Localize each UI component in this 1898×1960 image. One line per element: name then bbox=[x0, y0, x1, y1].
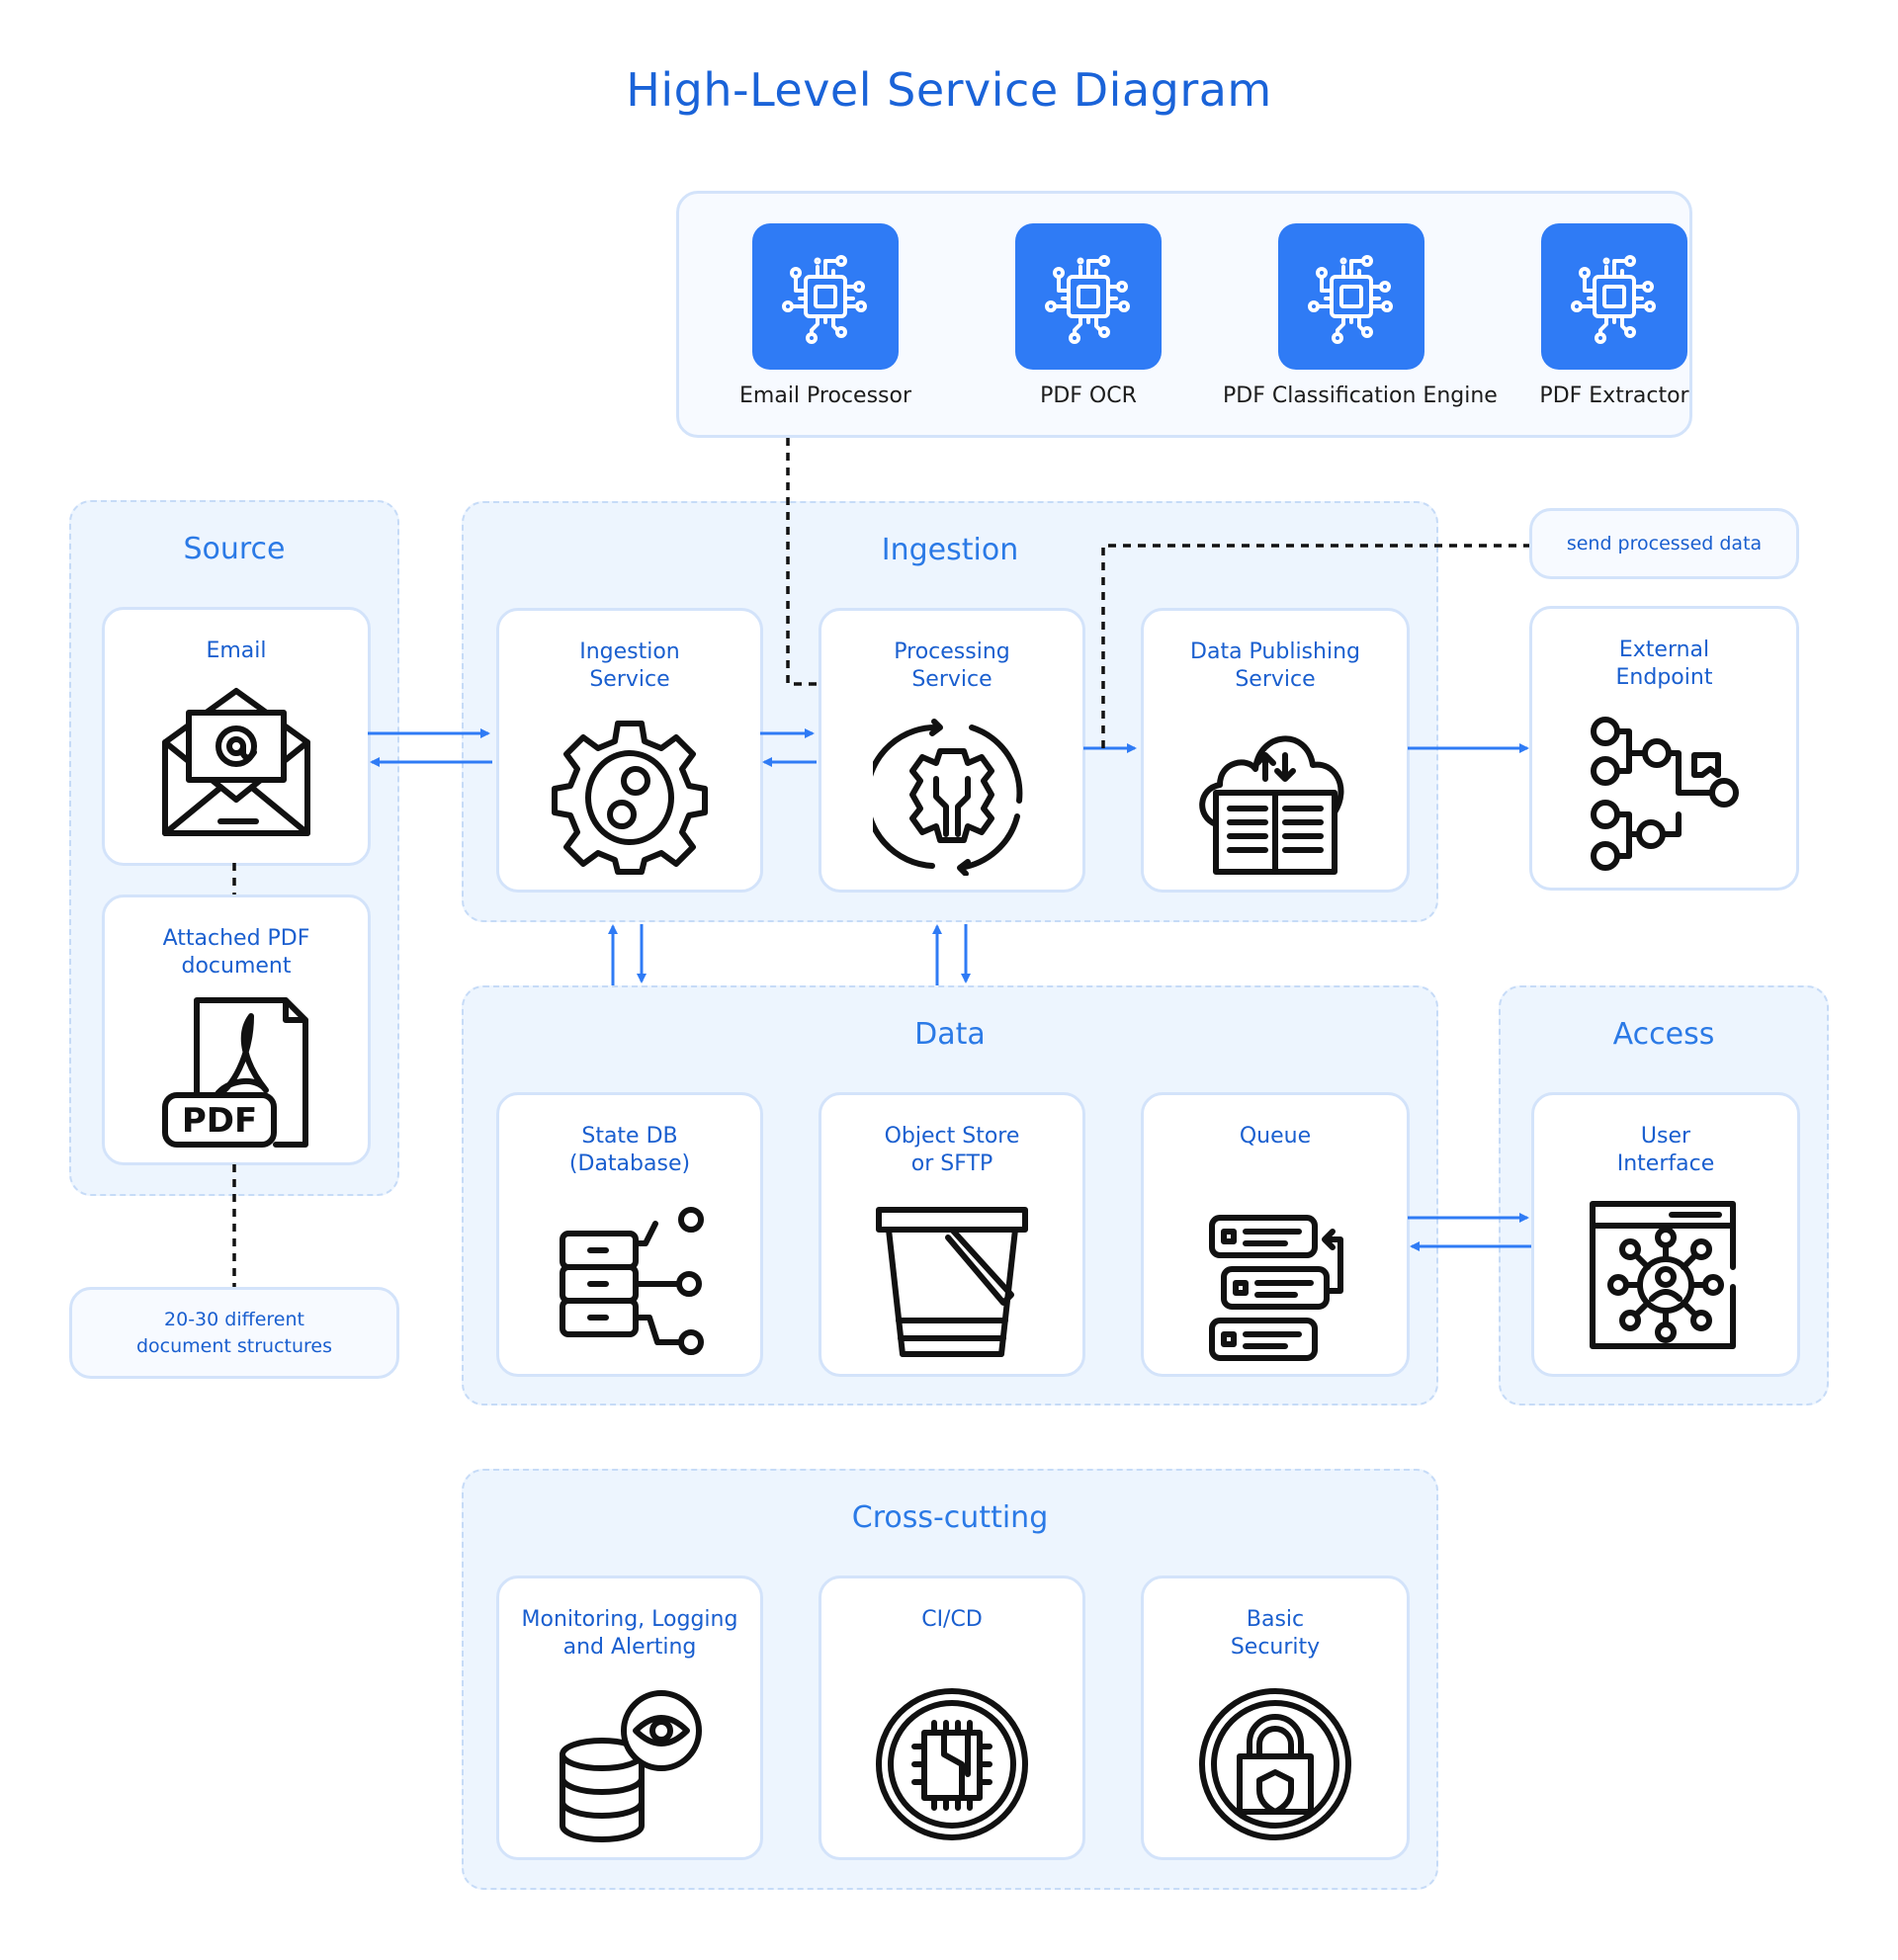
card-label: User Interface bbox=[1616, 1124, 1715, 1176]
pdf-file-icon: PDF bbox=[162, 997, 308, 1148]
chip-icon bbox=[1278, 223, 1424, 370]
processor-email[interactable]: Email Processor bbox=[697, 223, 954, 408]
lock-shield-icon bbox=[1199, 1688, 1351, 1840]
processor-label: PDF OCR bbox=[1040, 383, 1137, 408]
card-object-store[interactable]: Object Store or SFTP bbox=[819, 1092, 1085, 1377]
section-title: Ingestion bbox=[881, 533, 1019, 567]
gear-icon bbox=[552, 721, 708, 875]
processor-pdf-classification[interactable]: PDF Classification Engine bbox=[1223, 223, 1498, 408]
envelope-at-icon bbox=[162, 688, 310, 836]
page-title: High-Level Service Diagram bbox=[626, 63, 1272, 117]
bucket-icon bbox=[876, 1207, 1028, 1357]
card-monitoring[interactable]: Monitoring, Logging and Alerting bbox=[496, 1576, 763, 1860]
card-label: Data Publishing Service bbox=[1190, 639, 1360, 692]
card-external-endpoint[interactable]: External Endpoint bbox=[1529, 606, 1799, 891]
card-state-db[interactable]: State DB (Database) bbox=[496, 1092, 763, 1377]
circuit-coin-icon bbox=[876, 1688, 1028, 1840]
card-label: Queue bbox=[1239, 1124, 1312, 1149]
svg-text:PDF: PDF bbox=[182, 1101, 257, 1141]
section-title: Source bbox=[183, 532, 286, 566]
section-access: Access User Interface bbox=[1499, 985, 1829, 1406]
section-crosscutting: Cross-cutting Monitoring, Logging and Al… bbox=[462, 1469, 1438, 1890]
queue-list-icon bbox=[1209, 1215, 1343, 1361]
processor-label: Email Processor bbox=[739, 383, 911, 408]
card-label: Ingestion Service bbox=[579, 639, 680, 692]
section-title: Cross-cutting bbox=[851, 1500, 1049, 1535]
card-ingestion-service[interactable]: Ingestion Service bbox=[496, 608, 763, 893]
processor-pdf-ocr[interactable]: PDF OCR bbox=[960, 223, 1217, 408]
card-label: Monitoring, Logging and Alerting bbox=[521, 1607, 738, 1660]
section-title: Access bbox=[1612, 1017, 1715, 1052]
section-data: Data State DB (Database) Object Store or… bbox=[462, 985, 1438, 1406]
card-label: Basic Security bbox=[1230, 1607, 1321, 1660]
card-label: Processing Service bbox=[894, 639, 1010, 692]
chip-icon bbox=[1541, 223, 1687, 370]
processor-label: PDF Classification Engine bbox=[1223, 383, 1498, 408]
card-user-interface[interactable]: User Interface bbox=[1531, 1092, 1800, 1377]
database-nodes-icon bbox=[560, 1207, 704, 1355]
card-label: Email bbox=[206, 639, 267, 663]
card-label: Attached PDF document bbox=[162, 926, 310, 979]
card-data-publishing-service[interactable]: Data Publishing Service bbox=[1141, 608, 1410, 893]
card-queue[interactable]: Queue bbox=[1141, 1092, 1410, 1377]
card-label: Object Store or SFTP bbox=[884, 1124, 1020, 1176]
card-label: CI/CD bbox=[921, 1607, 983, 1632]
cloud-book-icon bbox=[1199, 735, 1344, 875]
section-ingestion: Ingestion Ingestion Service Processing S… bbox=[462, 501, 1438, 922]
browser-user-network-icon bbox=[1590, 1201, 1736, 1349]
section-source: Source Email Attached PDF document bbox=[69, 500, 399, 1196]
card-attached-pdf[interactable]: Attached PDF document PDF bbox=[102, 895, 371, 1165]
card-cicd[interactable]: CI/CD bbox=[819, 1576, 1085, 1860]
network-nodes-icon bbox=[1590, 717, 1739, 871]
card-basic-security[interactable]: Basic Security bbox=[1141, 1576, 1410, 1860]
section-title: Data bbox=[914, 1017, 986, 1052]
note-document-structures: 20-30 different document structures bbox=[69, 1287, 399, 1379]
card-processing-service[interactable]: Processing Service bbox=[819, 608, 1085, 893]
chip-icon bbox=[1015, 223, 1162, 370]
database-eye-icon bbox=[560, 1690, 702, 1842]
wrench-cycle-icon bbox=[873, 719, 1023, 876]
processors-group: Email Processor PDF OCR PDF Classificati… bbox=[676, 191, 1692, 438]
processor-pdf-extractor[interactable]: PDF Extractor bbox=[1486, 223, 1743, 408]
note-send-processed-data: send processed data bbox=[1529, 508, 1799, 579]
card-email[interactable]: Email bbox=[102, 607, 371, 866]
chip-icon bbox=[752, 223, 899, 370]
card-label: External Endpoint bbox=[1615, 638, 1713, 690]
processor-label: PDF Extractor bbox=[1539, 383, 1689, 408]
card-label: State DB (Database) bbox=[568, 1124, 691, 1176]
